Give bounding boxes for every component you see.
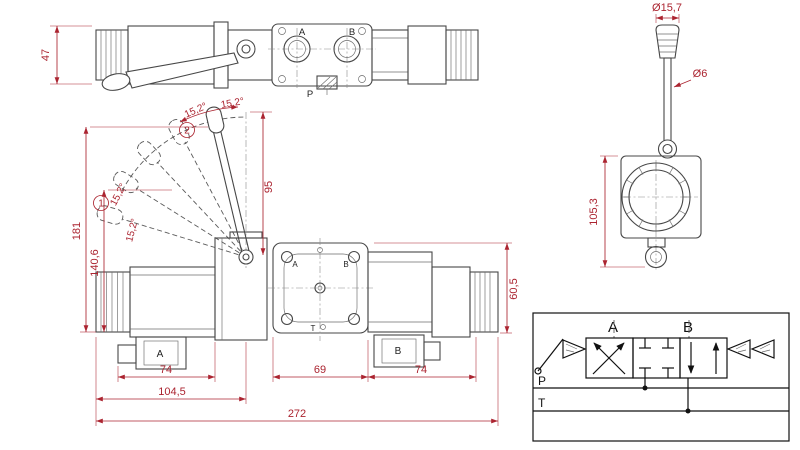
dim-74-right-label: 74 (415, 364, 427, 376)
dim-95-label: 95 (263, 181, 275, 193)
position-1-marker (93, 195, 109, 211)
dim-104-5-label: 104,5 (158, 386, 186, 398)
dim-47-label: 47 (40, 49, 52, 61)
p-port-plug (316, 75, 338, 95)
dim-47: 47 (40, 25, 92, 85)
angle-label-3: 15,2° (108, 182, 129, 208)
dim-140-6: 140,6 (89, 189, 172, 332)
port-block-b: B (373, 334, 441, 368)
right-coil-top (371, 25, 479, 85)
port-block-a: A (117, 336, 187, 370)
dim-95: 95 (250, 111, 275, 255)
left-cap-front (95, 271, 131, 333)
dim-181-label: 181 (71, 222, 83, 240)
position-2-marker (179, 122, 195, 138)
face-t-label: T (311, 324, 316, 333)
lever-handle[interactable] (205, 106, 251, 256)
dim-rod-diameter: Ø6 (673, 68, 708, 88)
valve-body-front: A B T (268, 238, 373, 341)
port-a-label: A (157, 349, 164, 360)
schematic-t-label: T (538, 396, 546, 410)
schematic-frame (532, 312, 790, 442)
top-port-p-label: P (307, 89, 313, 100)
position-2-label: 2 (184, 126, 190, 137)
schematic-p-label: P (538, 374, 546, 388)
angle-label-4: 15,2° (124, 218, 141, 244)
angle-label-2: 15,2° (183, 101, 209, 121)
side-view: Ø15,7 Ø6 (588, 2, 707, 270)
dim-105-3: 105,3 (588, 155, 645, 268)
hydraulic-schematic: A B (532, 312, 790, 442)
schematic-b-label: B (683, 319, 693, 336)
position-1-label: 1 (98, 199, 104, 210)
port-b-label: B (395, 346, 402, 357)
valve-body-side (620, 139, 702, 270)
right-coil-front (367, 251, 499, 338)
dim-69-label: 69 (314, 364, 326, 376)
angle-label-1: 15,2° (220, 96, 245, 111)
lever-pivot-top (236, 39, 256, 59)
bottom-dimensions: 74 69 74 104,5 272 (95, 337, 499, 426)
dim-105-3-label: 105,3 (588, 198, 600, 226)
valve-symbol (585, 337, 728, 379)
top-view: 47 A B P (40, 21, 479, 100)
face-b-label: B (343, 260, 348, 269)
lever-dashed-positions (96, 119, 247, 258)
lever-rod-side (663, 57, 672, 143)
schematic-a-label: A (608, 319, 618, 336)
spring-solenoid-symbol (726, 339, 775, 359)
pt-lines: P T (533, 374, 789, 414)
dim-74-left-label: 74 (160, 364, 172, 376)
lever-symbol (534, 338, 587, 375)
lever-arm-top (101, 52, 239, 91)
left-coil-front (129, 266, 216, 338)
dim-181: 181 (71, 126, 208, 333)
dim-140-6-label: 140,6 (89, 249, 101, 277)
dim-6-label: Ø6 (693, 68, 708, 80)
front-view: 15,2° 15,2° 15,2° 15,2° 2 1 A (71, 96, 520, 426)
dim-knob-diameter: Ø15,7 (652, 2, 682, 23)
dim-60-5: 60,5 (374, 242, 520, 334)
dim-15-7-label: Ø15,7 (652, 2, 682, 14)
top-port-b-label: B (349, 27, 355, 38)
lever-knob-side (655, 24, 680, 59)
lever-bracket-front (214, 231, 268, 341)
face-a-label: A (292, 260, 298, 269)
top-port-a-label: A (299, 27, 306, 38)
dim-272-label: 272 (288, 408, 306, 420)
left-cap-top (95, 29, 129, 81)
valve-body-top (268, 23, 376, 95)
dim-60-5-label: 60,5 (508, 278, 520, 299)
